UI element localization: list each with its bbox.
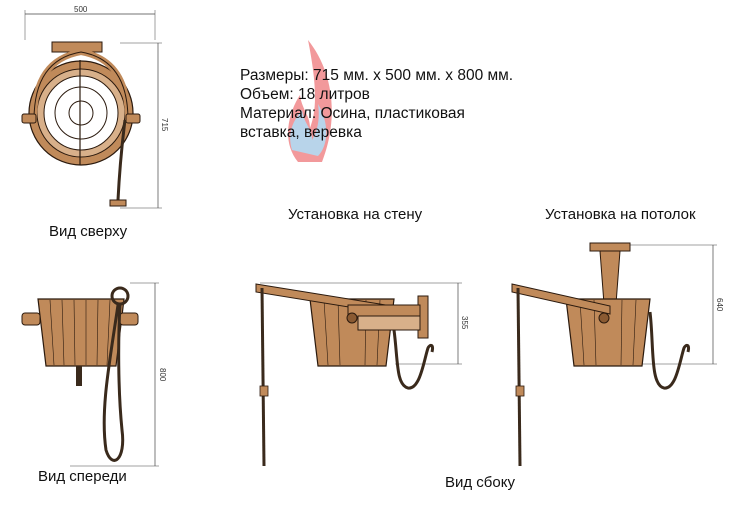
ceiling-mount-drawing: 640: [511, 242, 724, 467]
top-width-dimension: 500: [74, 5, 88, 14]
top-view-drawing: 500 715: [21, 5, 169, 209]
ceiling-height-dimension: 640: [715, 298, 724, 312]
front-view-drawing: 800: [21, 282, 167, 467]
spec-material-continued: вставка, веревка: [240, 124, 362, 141]
top-height-dimension: 715: [160, 118, 169, 132]
side-view-label: Вид сбоку: [445, 474, 515, 491]
specifications: Размеры: 715 мм. х 500 мм. х 800 мм. Объ…: [240, 66, 570, 142]
wall-mount-label: Установка на стену: [288, 206, 423, 223]
top-view-label: Вид сверху: [49, 223, 128, 240]
front-view-label: Вид спереди: [38, 468, 127, 485]
spec-material: Материал: Осина, пластиковая: [240, 105, 465, 122]
front-height-dimension: 800: [158, 368, 167, 382]
spec-volume: Объем: 18 литров: [240, 86, 370, 103]
flame-logo-icon: [288, 40, 332, 162]
wall-mount-drawing: 355: [255, 282, 469, 467]
ceiling-mount-label: Установка на потолок: [545, 206, 696, 223]
spec-size: Размеры: 715 мм. х 500 мм. х 800 мм.: [240, 67, 514, 84]
wall-height-dimension: 355: [460, 316, 469, 330]
